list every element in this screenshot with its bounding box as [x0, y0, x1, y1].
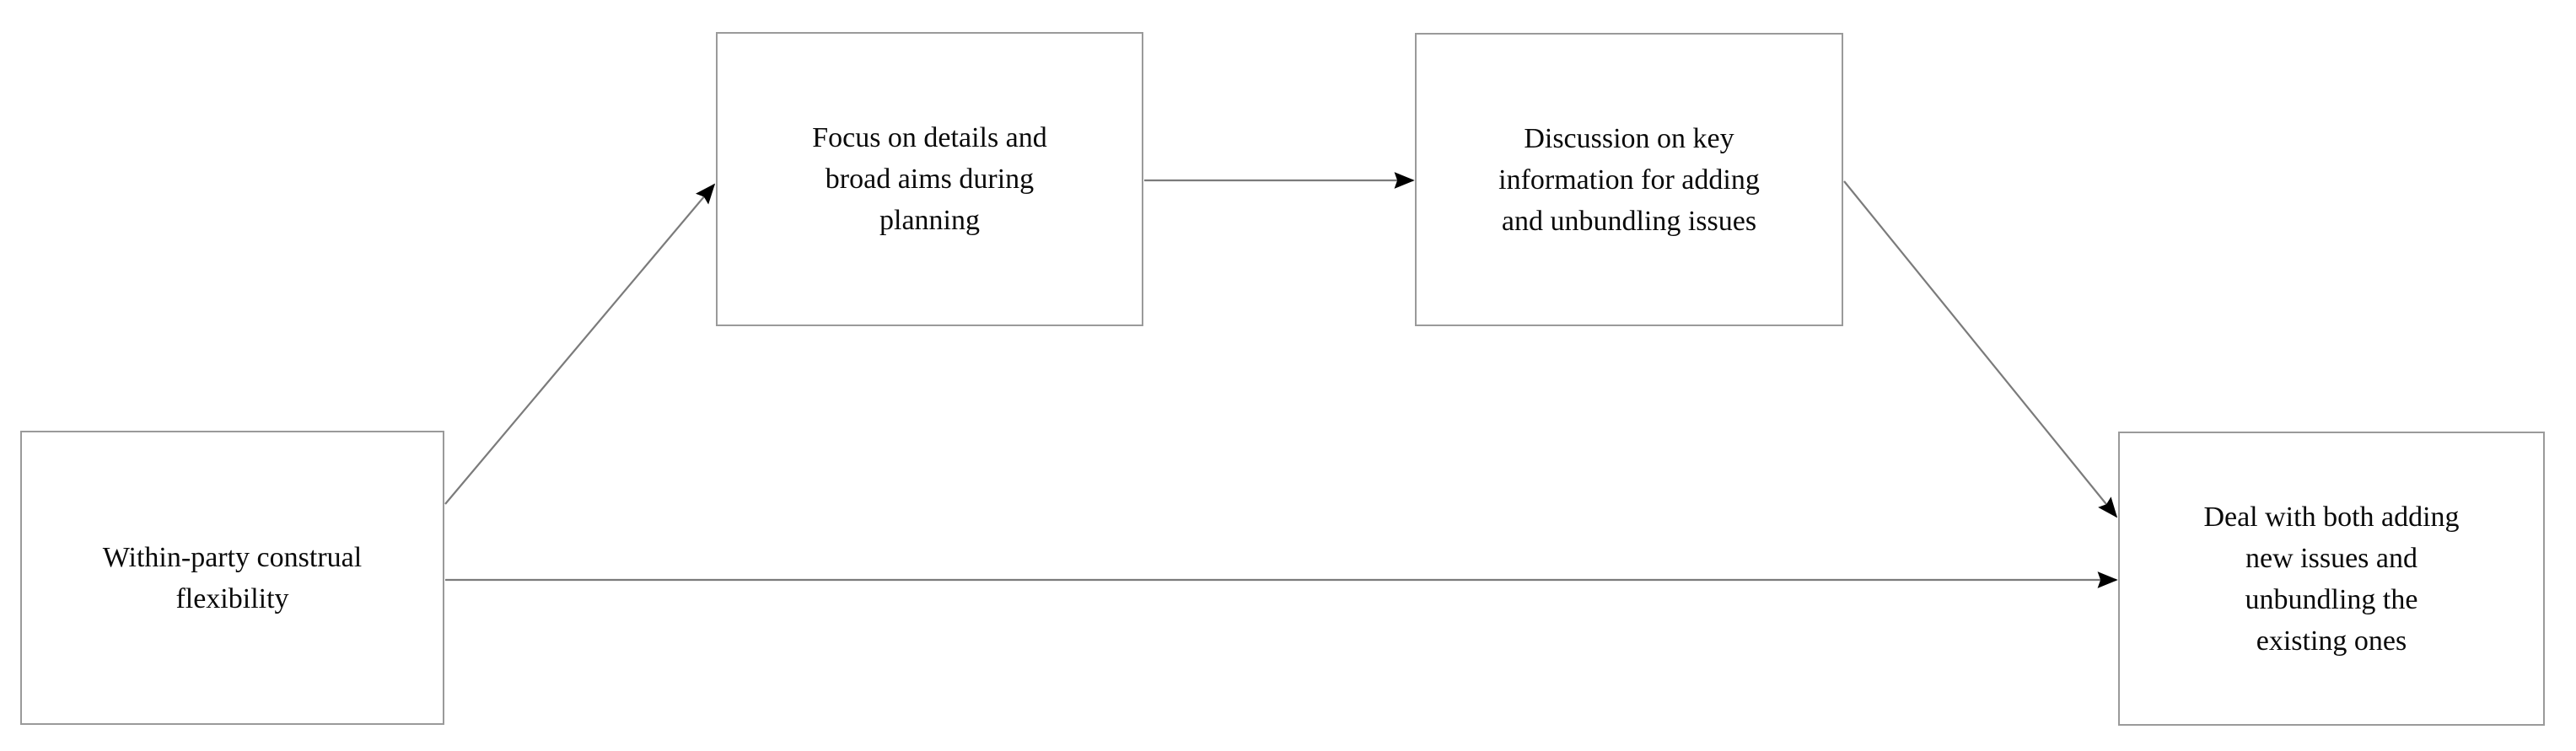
node-deal-with-both-adding-and-unbundling[interactable]: Deal with both adding new issues and unb… — [2118, 432, 2545, 726]
node-within-party-construal-flexibility[interactable]: Within-party construal flexibility — [20, 431, 444, 725]
node-label: Deal with both adding new issues and unb… — [2203, 501, 2460, 657]
edge-flexibility-to-focus — [444, 183, 716, 505]
node-label: Focus on details and broad aims during p… — [812, 122, 1047, 236]
node-discussion-on-key-information[interactable]: Discussion on key information for adding… — [1415, 33, 1843, 326]
node-label: Discussion on key information for adding… — [1498, 122, 1760, 237]
node-focus-on-details-and-broad-aims[interactable]: Focus on details and broad aims during p… — [716, 32, 1143, 326]
node-label: Within-party construal flexibility — [102, 541, 363, 614]
edge-discussion-to-deal — [1843, 180, 2118, 518]
